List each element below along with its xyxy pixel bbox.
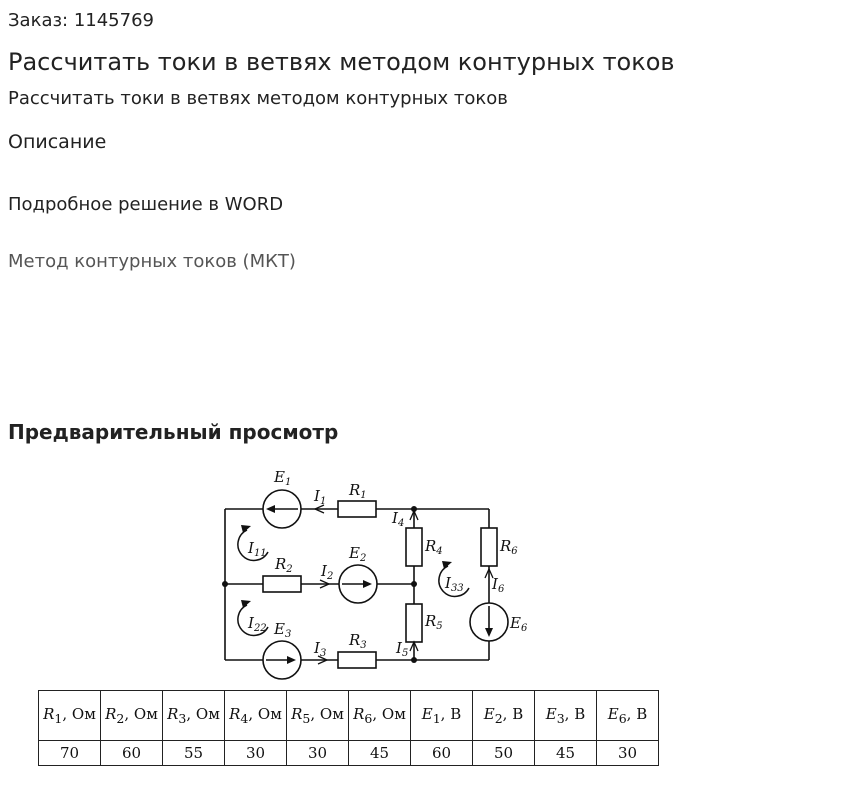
resistor-r3 — [337, 651, 377, 669]
header-r6: R6, Ом — [348, 690, 411, 741]
label-r3: R3 — [348, 631, 367, 651]
header-e6: E6, В — [596, 690, 659, 741]
label-i3: I3 — [313, 639, 326, 659]
value-r4: 30 — [224, 740, 287, 766]
header-e2: E2, В — [472, 690, 535, 741]
table-header-row: R1, Ом R2, Ом R3, Ом R4, Ом R5, Ом R6, О… — [38, 690, 659, 741]
value-e6: 30 — [596, 740, 659, 766]
label-e3: E3 — [273, 620, 291, 640]
table-row: 70 60 55 30 30 45 60 50 45 30 — [38, 740, 659, 766]
resistor-r4 — [405, 527, 423, 567]
label-r2: R2 — [274, 555, 293, 575]
value-r2: 60 — [100, 740, 163, 766]
header-r5: R5, Ом — [286, 690, 349, 741]
task-subtitle: Рассчитать токи в ветвях методом контурн… — [8, 88, 508, 109]
header-r3: R3, Ом — [162, 690, 225, 741]
label-i11: I11 — [247, 539, 267, 559]
value-r1: 70 — [38, 740, 101, 766]
label-r4: R4 — [424, 537, 443, 557]
label-i1: I1 — [313, 487, 326, 507]
header-e3: E3, В — [534, 690, 597, 741]
value-r5: 30 — [286, 740, 349, 766]
value-e2: 50 — [472, 740, 535, 766]
value-e1: 60 — [410, 740, 473, 766]
preview-heading: Предварительный просмотр — [8, 420, 339, 444]
resistor-r1 — [337, 500, 377, 518]
header-r4: R4, Ом — [224, 690, 287, 741]
label-r5: R5 — [424, 612, 443, 632]
resistor-r6 — [480, 527, 498, 567]
label-e1: E1 — [273, 468, 291, 488]
header-r2: R2, Ом — [100, 690, 163, 741]
label-i33: I33 — [444, 574, 464, 594]
detail-text: Подробное решение в WORD — [8, 194, 284, 215]
circuit-diagram: E1 I1 R1 I4 R4 R6 I11 E2 R2 I2 I33 I6 R5… — [222, 468, 528, 680]
header-e1: E1, В — [410, 690, 473, 741]
value-e3: 45 — [534, 740, 597, 766]
order-number: Заказ: 1145769 — [8, 10, 154, 31]
page-title: Рассчитать токи в ветвях методом контурн… — [8, 48, 675, 76]
label-i6: I6 — [491, 575, 505, 595]
label-i4: I4 — [391, 509, 404, 529]
resistor-r5 — [405, 603, 423, 643]
resistor-r2 — [262, 575, 302, 593]
label-i2: I2 — [320, 562, 333, 582]
label-r1: R1 — [348, 481, 367, 501]
label-e2: E2 — [348, 544, 366, 564]
value-r3: 55 — [162, 740, 225, 766]
description-heading: Описание — [8, 131, 107, 153]
values-table: R1, Ом R2, Ом R3, Ом R4, Ом R5, Ом R6, О… — [38, 690, 659, 766]
label-i5: I5 — [395, 639, 408, 659]
header-r1: R1, Ом — [38, 690, 101, 741]
value-r6: 45 — [348, 740, 411, 766]
method-link[interactable]: Метод контурных токов (МКТ) — [8, 251, 296, 272]
label-e6: E6 — [509, 614, 528, 634]
label-i22: I22 — [247, 614, 267, 634]
label-r6: R6 — [499, 537, 518, 557]
